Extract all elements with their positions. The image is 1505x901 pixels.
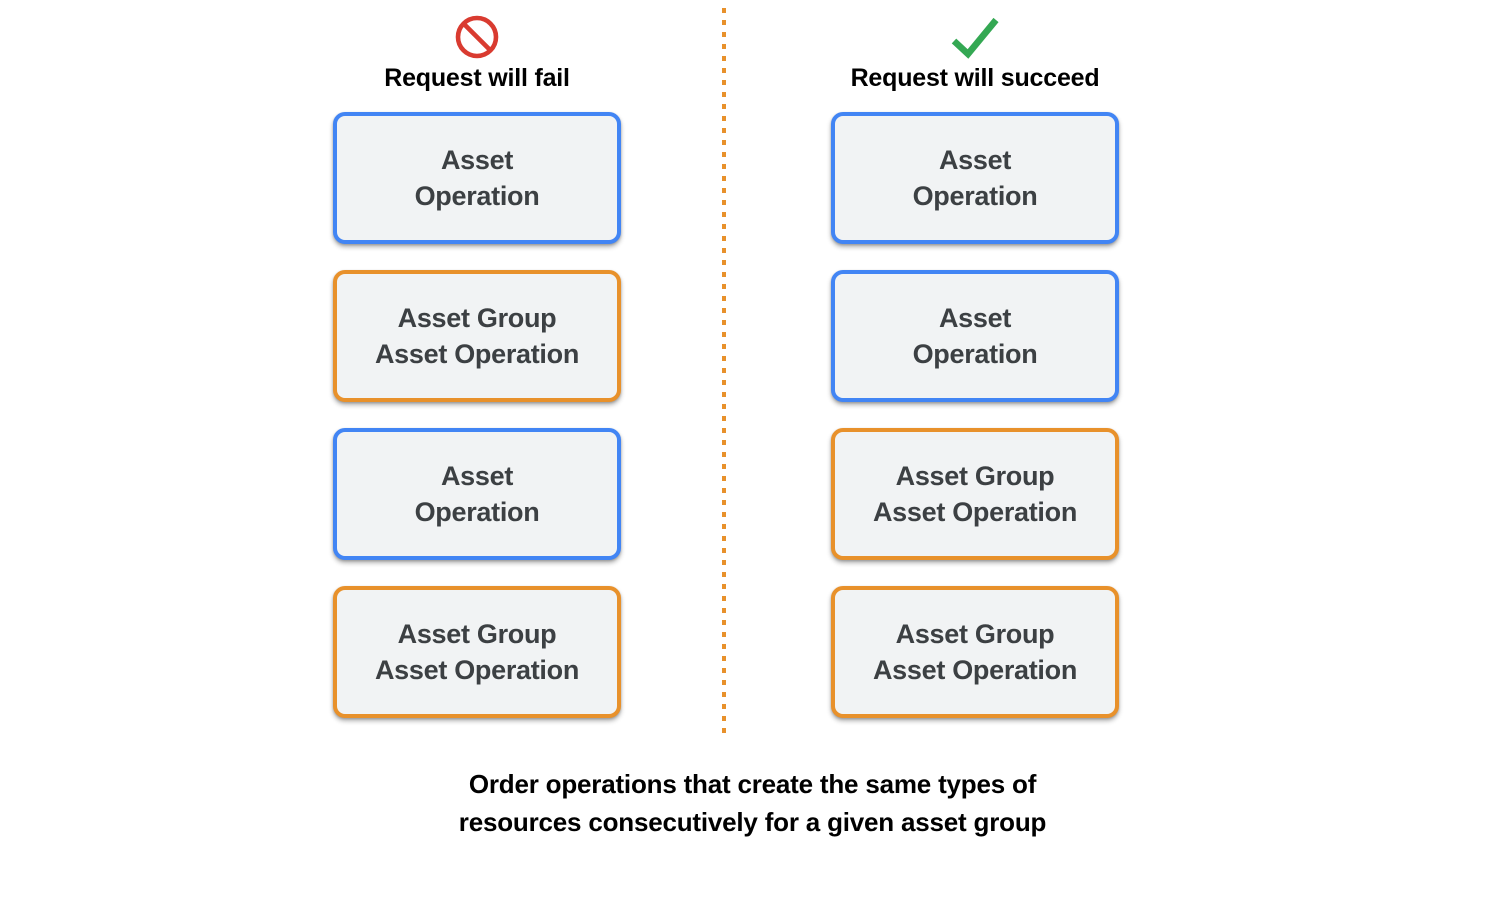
column-title-succeed: Request will succeed [850, 64, 1100, 92]
card-label: Asset Group Asset Operation [374, 302, 580, 369]
card-asset-group-asset-operation[interactable]: Asset Group Asset Operation [333, 270, 621, 402]
card-asset-operation[interactable]: Asset Operation [333, 112, 621, 244]
card-list-fail: Asset Operation Asset Group Asset Operat… [333, 112, 621, 718]
card-asset-operation[interactable]: Asset Operation [831, 112, 1119, 244]
prohibition-icon [449, 12, 505, 62]
card-label: Asset Group Asset Operation [872, 618, 1078, 685]
column-request-will-fail: Request will fail Asset Operation Asset … [327, 0, 627, 718]
column-title-fail: Request will fail [384, 64, 570, 92]
column-header-succeed: Request will succeed [851, 0, 1100, 112]
diagram-caption: Order operations that create the same ty… [458, 769, 1047, 838]
card-asset-operation[interactable]: Asset Operation [831, 270, 1119, 402]
card-label: Asset Operation [912, 302, 1038, 369]
card-asset-group-asset-operation[interactable]: Asset Group Asset Operation [831, 586, 1119, 718]
card-asset-group-asset-operation[interactable]: Asset Group Asset Operation [831, 428, 1119, 560]
card-label: Asset Group Asset Operation [374, 618, 580, 685]
card-label: Asset Operation [414, 460, 540, 527]
card-asset-operation[interactable]: Asset Operation [333, 428, 621, 560]
column-header-fail: Request will fail [384, 0, 570, 112]
card-label: Asset Group Asset Operation [872, 460, 1078, 527]
card-label: Asset Operation [912, 144, 1038, 211]
card-list-succeed: Asset Operation Asset Operation Asset Gr… [831, 112, 1119, 718]
column-request-will-succeed: Request will succeed Asset Operation Ass… [825, 0, 1125, 718]
column-divider [722, 8, 726, 736]
card-asset-group-asset-operation[interactable]: Asset Group Asset Operation [333, 586, 621, 718]
card-label: Asset Operation [414, 144, 540, 211]
checkmark-icon [947, 12, 1003, 62]
